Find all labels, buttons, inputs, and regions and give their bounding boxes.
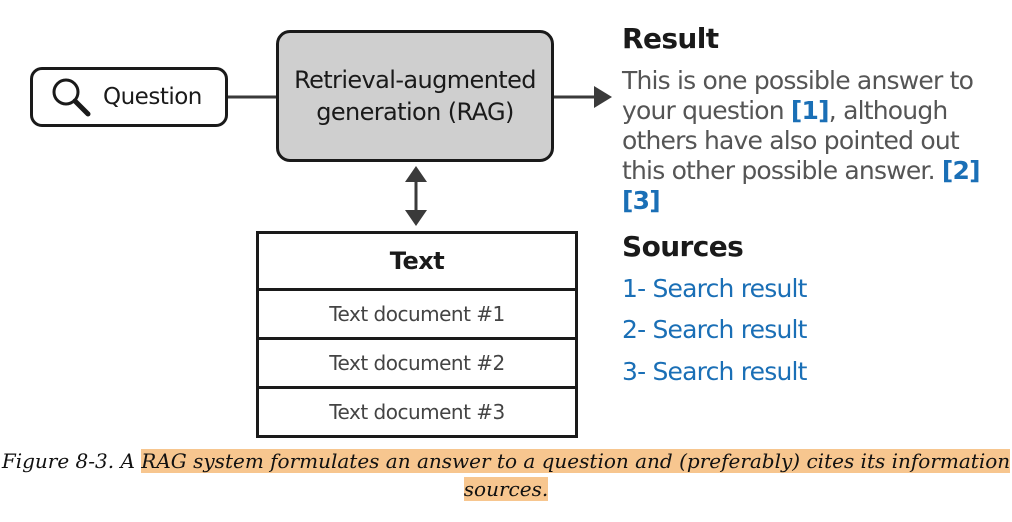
text-document-row: Text document #1 xyxy=(259,291,575,340)
citation-1: [1] xyxy=(790,96,830,125)
rag-label: Retrieval-augmented generation (RAG) xyxy=(294,64,536,128)
source-item: 1- Search result xyxy=(622,274,807,303)
result-heading: Result xyxy=(622,22,719,55)
source-item: 3- Search result xyxy=(622,357,807,386)
text-document-row: Text document #2 xyxy=(259,340,575,389)
caption-prefix: Figure 8-3. A xyxy=(1,449,142,473)
figure-caption: Figure 8-3. A RAG system formulates an a… xyxy=(0,447,1012,503)
down-arrowhead xyxy=(405,210,427,226)
text-store-header: Text xyxy=(259,234,575,291)
source-item: 2- Search result xyxy=(622,315,807,344)
caption-highlight-2: sources. xyxy=(463,477,549,501)
result-text-part2: , although others have also pointed out … xyxy=(622,96,960,185)
search-icon xyxy=(52,78,91,117)
result-text: This is one possible answer to your ques… xyxy=(622,66,1002,216)
rag-label-line1: Retrieval-augmented xyxy=(294,66,536,94)
result-text-part1: This is one possible answer to your ques… xyxy=(622,66,974,125)
sources-heading: Sources xyxy=(622,230,744,263)
question-box: Question xyxy=(30,67,228,127)
caption-highlight-1: RAG system formulates an answer to a que… xyxy=(141,449,1011,473)
up-arrowhead xyxy=(405,166,427,182)
rag-box: Retrieval-augmented generation (RAG) xyxy=(276,30,554,162)
rag-label-line2: generation (RAG) xyxy=(316,98,514,126)
text-store-table: Text Text document #1 Text document #2 T… xyxy=(256,231,578,438)
text-document-row: Text document #3 xyxy=(329,400,505,424)
citation-2-3: [2][3] xyxy=(622,156,981,215)
result-arrowhead xyxy=(594,86,612,108)
question-label: Question xyxy=(103,84,202,110)
